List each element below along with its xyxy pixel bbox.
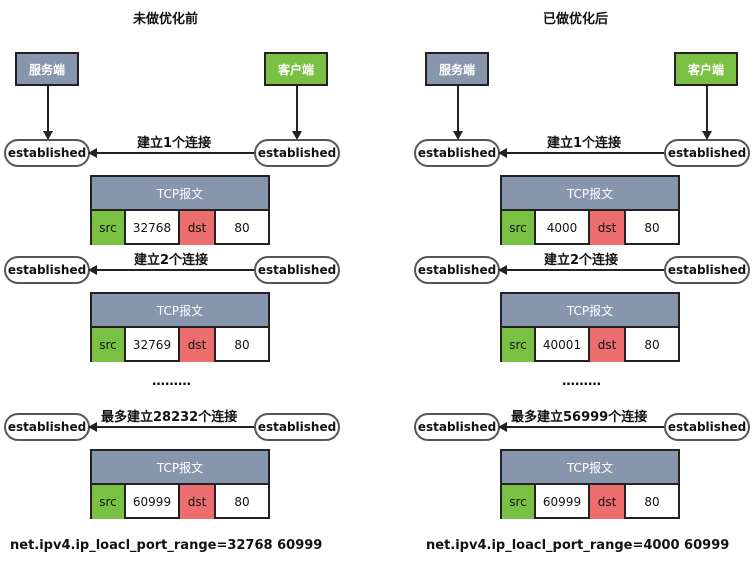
dst-label: dst [590,211,626,245]
server-node: 服务端 [425,52,489,86]
server-down-arrow [43,86,53,140]
src-port: 4000 [536,211,590,245]
client-down-arrow [292,86,302,140]
connection-label-1: 建立1个连接 [137,136,212,151]
packet-title: TCP报文 [92,294,268,328]
tcp-packet-max: TCP报文 src 60999 dst 80 [90,449,270,519]
src-port: 32769 [126,328,180,362]
panel-title: 未做优化前 [133,12,199,27]
tcp-packet-2: TCP报文 src 40001 dst 80 [500,292,680,362]
connection-arrow-max [498,422,664,432]
panel-before-optimization: 未做优化前 服务端 客户端 established 建立1个连接 establi… [4,12,340,553]
dst-port: 80 [644,338,660,352]
panel-after-optimization: 已做优化后 服务端 客户端 established 建立1个连接 establi… [410,0,754,561]
connection-label-2: 建立2个连接 [544,253,619,268]
client-established-2: established [254,256,340,284]
dst-port: 80 [234,338,250,352]
connection-label-1: 建立1个连接 [547,136,622,151]
packet-title: TCP报文 [92,451,268,485]
ellipsis: ……… [562,374,601,389]
server-node: 服务端 [15,52,79,86]
tcp-packet-2: TCP报文 src 32769 dst 80 [90,292,270,362]
client-established-1: established [664,139,750,167]
port-range-setting: net.ipv4.ip_loacl_port_range=4000 60999 [426,538,730,553]
dst-port: 80 [644,221,660,235]
tcp-packet-1: TCP报文 src 4000 dst 80 [500,175,680,245]
tcp-packet-1: TCP报文 src 32768 dst 80 [90,175,270,245]
dst-label: dst [590,485,626,519]
server-established-max: established [414,413,500,441]
server-established-1: established [4,139,90,167]
connection-arrow-1 [498,148,666,158]
panel-title: 已做优化后 [543,12,609,27]
dst-port: 80 [234,495,250,509]
dst-label: dst [590,328,626,362]
src-label: src [502,211,536,245]
dst-label: dst [180,328,216,362]
dst-port: 80 [644,495,660,509]
server-down-arrow [453,86,463,140]
server-established-max: established [4,413,90,441]
src-label: src [502,328,536,362]
dst-port: 80 [234,221,250,235]
src-label: src [92,328,126,362]
src-port: 60999 [536,485,590,519]
src-port: 32768 [126,211,180,245]
connection-label-max: 最多建立28232个连接 [101,410,238,425]
client-established-2: established [664,256,750,284]
packet-title: TCP报文 [92,177,268,211]
client-established-max: established [664,413,750,441]
packet-title: TCP报文 [502,177,678,211]
server-established-1: established [414,139,500,167]
dst-label: dst [180,211,216,245]
src-label: src [502,485,536,519]
connection-label-2: 建立2个连接 [134,253,209,268]
src-label: src [92,211,126,245]
client-established-1: established [254,139,340,167]
connection-arrow-max [88,422,254,432]
dst-label: dst [180,485,216,519]
connection-arrow-1 [88,148,256,158]
src-port: 40001 [536,328,590,362]
connection-arrow-2 [498,265,664,275]
client-node: 客户端 [674,52,738,86]
packet-title: TCP报文 [502,294,678,328]
client-established-max: established [254,413,340,441]
src-label: src [92,485,126,519]
connection-arrow-2 [88,265,254,275]
port-range-setting: net.ipv4.ip_loacl_port_range=32768 60999 [10,538,323,553]
server-established-2: established [414,256,500,284]
server-established-2: established [4,256,90,284]
ellipsis: ……… [152,374,191,389]
src-port: 60999 [126,485,180,519]
connection-label-max: 最多建立56999个连接 [511,410,648,425]
client-node: 客户端 [264,52,328,86]
packet-title: TCP报文 [502,451,678,485]
client-down-arrow [702,86,712,140]
tcp-packet-max: TCP报文 src 60999 dst 80 [500,449,680,519]
